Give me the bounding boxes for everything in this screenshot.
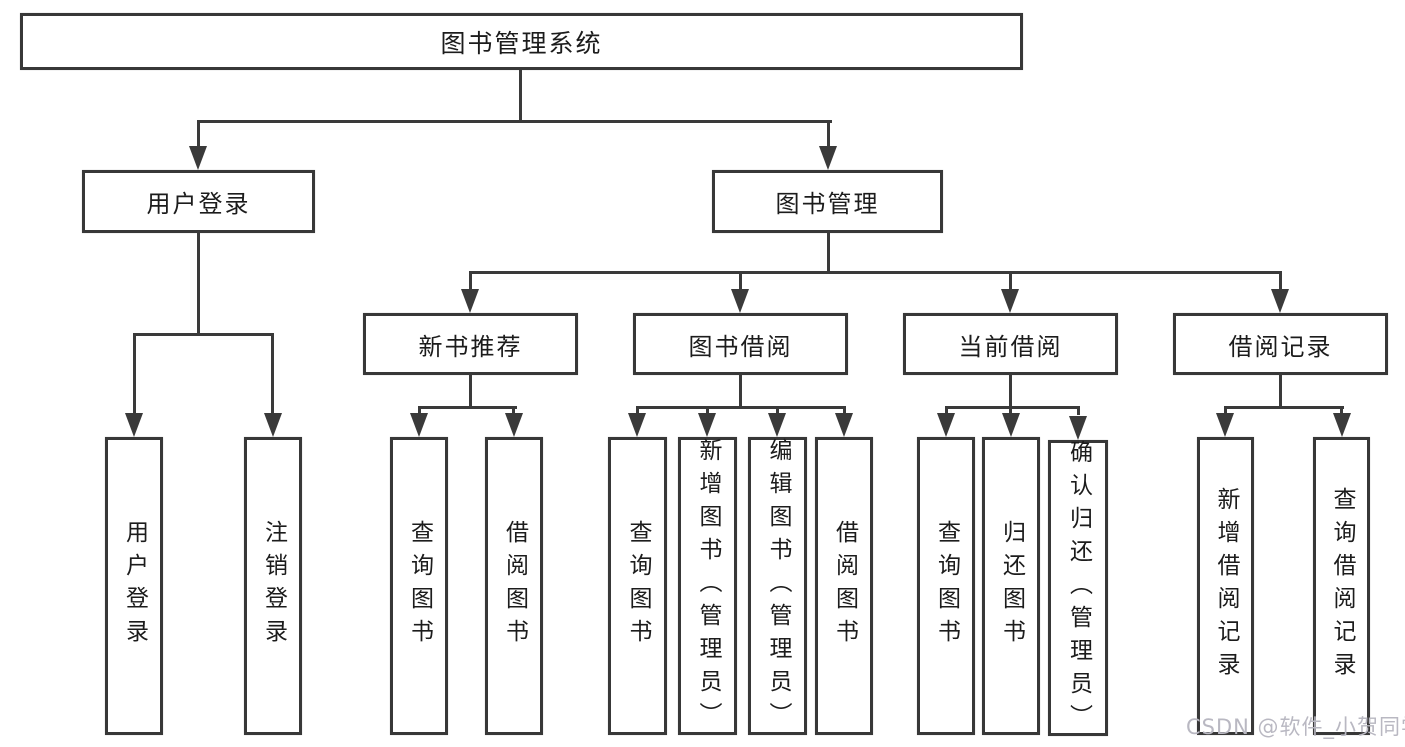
connector-line (945, 406, 948, 415)
arrow-down-icon (410, 413, 428, 437)
connector-line (827, 231, 830, 274)
arrow-down-icon (1216, 413, 1234, 437)
connector-line (1009, 374, 1012, 408)
connector-line (469, 271, 472, 291)
node-new-book-recommend: 新书推荐 (363, 313, 578, 375)
node-root-label: 图书管理系统 (440, 28, 603, 58)
leaf-add-record-label: 新增借阅记录 (1213, 487, 1239, 685)
leaf-user-login-label: 用户登录 (121, 520, 148, 652)
leaf-user-login: 用户登录 (105, 437, 163, 735)
arrow-down-icon (698, 413, 716, 437)
arrow-down-icon (1002, 413, 1020, 437)
arrow-down-icon (1271, 289, 1289, 313)
leaf-newbook-borrow: 借阅图书 (485, 437, 543, 735)
leaf-borrow-add-admin: 新增图书（管理员） (678, 437, 737, 735)
arrow-down-icon (505, 413, 523, 437)
leaf-query-record-label: 查询借阅记录 (1329, 487, 1355, 685)
arrow-down-icon (189, 146, 207, 170)
arrow-down-icon (937, 413, 955, 437)
arrow-down-icon (1069, 416, 1087, 440)
leaf-newbook-query: 查询图书 (390, 437, 448, 735)
leaf-borrow-query: 查询图书 (608, 437, 667, 735)
connector-line (469, 271, 1282, 274)
arrow-down-icon (1333, 413, 1351, 437)
node-borrow-record-label: 借阅记录 (1228, 332, 1333, 361)
leaf-confirm-return-admin-label: 确认归还（管理员） (1065, 439, 1092, 737)
node-current-borrow-label: 当前借阅 (958, 332, 1063, 361)
node-book-borrow-label: 图书借阅 (688, 332, 793, 361)
arrow-down-icon (731, 289, 749, 313)
connector-line (271, 333, 274, 415)
connector-line (945, 406, 1080, 409)
arrow-down-icon (1001, 289, 1019, 313)
connector-line (197, 120, 200, 148)
connector-line (776, 406, 779, 415)
leaf-newbook-borrow-label: 借阅图书 (501, 520, 528, 652)
connector-line (1224, 406, 1344, 409)
leaf-current-query: 查询图书 (917, 437, 975, 735)
arrow-down-icon (264, 413, 282, 437)
leaf-borrow-edit-admin: 编辑图书（管理员） (748, 437, 807, 735)
connector-line (1279, 271, 1282, 291)
leaf-return-book: 归还图书 (982, 437, 1040, 735)
connector-line (1340, 406, 1343, 415)
connector-line (739, 271, 742, 291)
leaf-borrow-book-label: 借阅图书 (831, 520, 858, 652)
leaf-borrow-edit-admin-label: 编辑图书（管理员） (765, 437, 791, 735)
leaf-query-record: 查询借阅记录 (1313, 437, 1370, 735)
leaf-confirm-return-admin: 确认归还（管理员） (1048, 439, 1108, 737)
connector-line (197, 231, 200, 335)
leaf-newbook-query-label: 查询图书 (406, 520, 433, 652)
connector-line (133, 333, 136, 415)
connector-line (1009, 406, 1012, 415)
node-new-book-recommend-label: 新书推荐 (418, 332, 523, 361)
node-root: 图书管理系统 (20, 13, 1023, 70)
leaf-logout-label: 注销登录 (260, 520, 287, 652)
csdn-watermark: CSDN @软件_小贺同学 (1186, 715, 1405, 739)
arrow-down-icon (835, 413, 853, 437)
leaf-borrow-book: 借阅图书 (815, 437, 873, 735)
node-user-login-label: 用户登录 (146, 190, 251, 218)
connector-line (706, 406, 709, 415)
node-borrow-record: 借阅记录 (1173, 313, 1388, 375)
connector-line (512, 406, 515, 415)
node-user-login: 用户登录 (82, 170, 315, 233)
leaf-logout: 注销登录 (244, 437, 302, 735)
leaf-borrow-add-admin-label: 新增图书（管理员） (695, 437, 721, 735)
connector-line (1279, 374, 1282, 408)
connector-line (1224, 406, 1227, 415)
connector-line (739, 374, 742, 408)
connector-line (827, 120, 830, 148)
arrow-down-icon (628, 413, 646, 437)
leaf-add-record: 新增借阅记录 (1197, 437, 1254, 735)
arrow-down-icon (125, 413, 143, 437)
arrow-down-icon (819, 146, 837, 170)
node-book-management: 图书管理 (712, 170, 943, 233)
connector-line (1077, 406, 1080, 415)
connector-line (418, 406, 421, 415)
connector-line (469, 374, 472, 408)
connector-line (418, 406, 517, 409)
arrow-down-icon (461, 289, 479, 313)
connector-line (519, 70, 522, 123)
connector-line (843, 406, 846, 415)
arrow-down-icon (768, 413, 786, 437)
connector-line (636, 406, 846, 409)
leaf-current-query-label: 查询图书 (933, 520, 960, 652)
connector-line (133, 333, 274, 336)
node-book-borrow: 图书借阅 (633, 313, 848, 375)
connector-line (197, 120, 832, 123)
connector-line (636, 406, 639, 415)
leaf-return-book-label: 归还图书 (998, 520, 1025, 652)
connector-line (1009, 271, 1012, 291)
node-current-borrow: 当前借阅 (903, 313, 1118, 375)
leaf-borrow-query-label: 查询图书 (625, 520, 651, 652)
node-book-management-label: 图书管理 (775, 190, 880, 218)
